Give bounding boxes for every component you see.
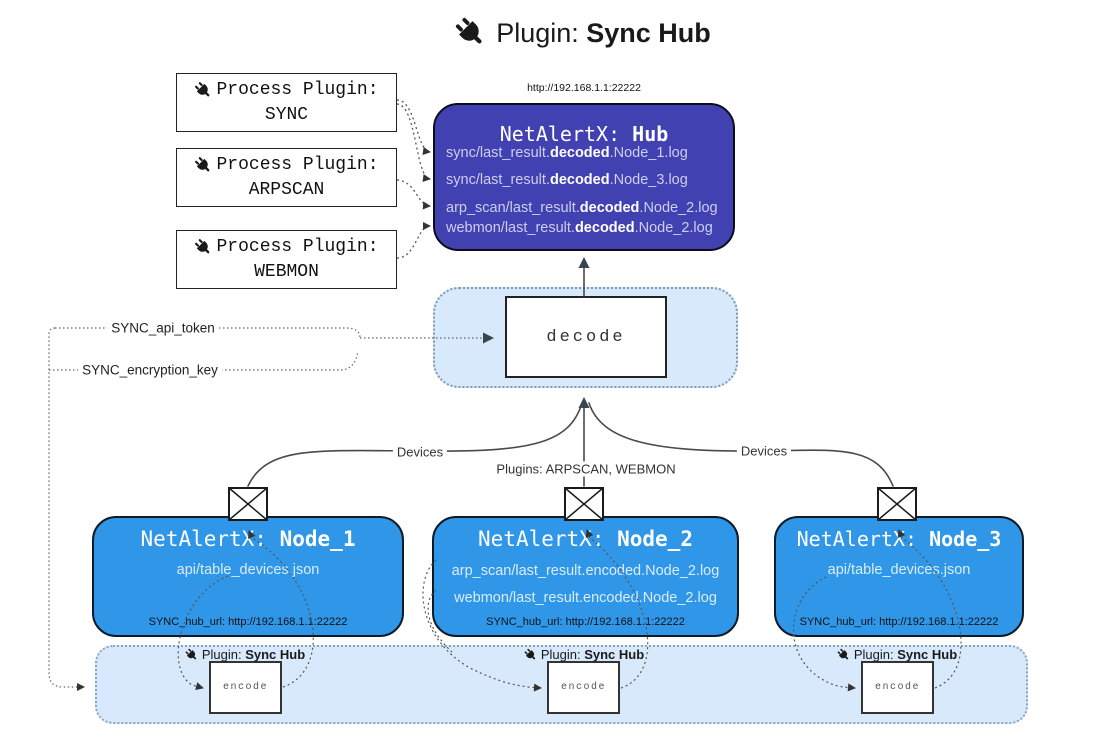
plug-icon — [194, 156, 213, 175]
node-box-node-1: NetAlertX: Node_1 api/table_devices.json… — [92, 516, 404, 637]
plug-icon — [837, 648, 851, 662]
plug-icon — [524, 648, 538, 662]
node-file: api/table_devices.json — [827, 562, 971, 578]
node-file: webmon/last_result.encoded.Node_2.log — [454, 590, 717, 606]
plug-icon — [194, 238, 213, 257]
node-title: NetAlertX: Node_1 — [140, 527, 356, 551]
node-file: api/table_devices.json — [176, 562, 320, 578]
process-plugin-box-webmon: Process Plugin: WEBMON — [176, 230, 397, 289]
process-plugin-label: Process Plugin: — [216, 154, 379, 175]
hub-log-line: arp_scan/last_result.decoded.Node_2.log — [446, 200, 718, 216]
hub-log-line: sync/last_result.decoded.Node_3.log — [446, 172, 688, 188]
node-box-node-2: NetAlertX: Node_2 arp_scan/last_result.e… — [432, 516, 739, 637]
band-plugin-label: Plugin: Sync Hub — [524, 647, 644, 662]
hub-log-line: sync/last_result.decoded.Node_1.log — [446, 145, 688, 161]
node-file: arp_scan/last_result.encoded.Node_2.log — [451, 563, 720, 579]
plug-icon — [185, 648, 199, 662]
process-plugin-box-sync: Process Plugin: SYNC — [176, 73, 397, 132]
process-plugin-label: Process Plugin: — [216, 236, 379, 257]
process-plugin-name: SYNC — [264, 104, 309, 125]
encode-box: encode — [209, 661, 282, 714]
node-box-node-3: NetAlertX: Node_3 api/table_devices.json… — [774, 516, 1024, 637]
hub-url-label: http://192.168.1.1:22222 — [527, 82, 641, 94]
edge-label-devices-right: Devices — [736, 443, 792, 459]
band-plugin-label: Plugin: Sync Hub — [837, 647, 957, 662]
band-plugin-label: Plugin: Sync Hub — [185, 647, 305, 662]
node-hub-url: SYNC_hub_url: http://192.168.1.1:22222 — [799, 616, 999, 628]
encode-box: encode — [547, 661, 620, 714]
plug-icon — [194, 81, 213, 100]
node-hub-url: SYNC_hub_url: http://192.168.1.1:22222 — [486, 616, 685, 628]
edge-label-devices-left: Devices — [392, 444, 448, 460]
decode-box: decode — [505, 296, 667, 378]
plugin-hub-connectors — [396, 99, 431, 259]
node-title: NetAlertX: Node_2 — [478, 527, 693, 551]
plug-icon — [454, 16, 488, 50]
process-plugin-label: Process Plugin: — [216, 79, 379, 100]
process-plugin-box-arpscan: Process Plugin: ARPSCAN — [176, 148, 397, 207]
hub-box: NetAlertX: Hub sync/last_result.decoded.… — [433, 103, 735, 251]
hub-log-line: webmon/last_result.decoded.Node_2.log — [446, 220, 713, 236]
hub-title: NetAlertX: Hub — [499, 122, 669, 146]
sync-encryption-key-label: SYNC_encryption_key — [78, 362, 222, 378]
sync-api-token-label: SYNC_api_token — [107, 320, 219, 336]
node-hub-url: SYNC_hub_url: http://192.168.1.1:22222 — [148, 616, 348, 628]
node-title: NetAlertX: Node_3 — [796, 527, 1002, 551]
encode-box: encode — [861, 661, 934, 714]
process-plugin-name: WEBMON — [254, 261, 319, 282]
page-title-text: Plugin: Sync Hub — [496, 17, 711, 48]
edge-label-plugins-center: Plugins: ARPSCAN, WEBMON — [492, 461, 680, 477]
process-plugin-name: ARPSCAN — [248, 179, 325, 200]
page-title: Plugin: Sync Hub — [0, 16, 1117, 50]
